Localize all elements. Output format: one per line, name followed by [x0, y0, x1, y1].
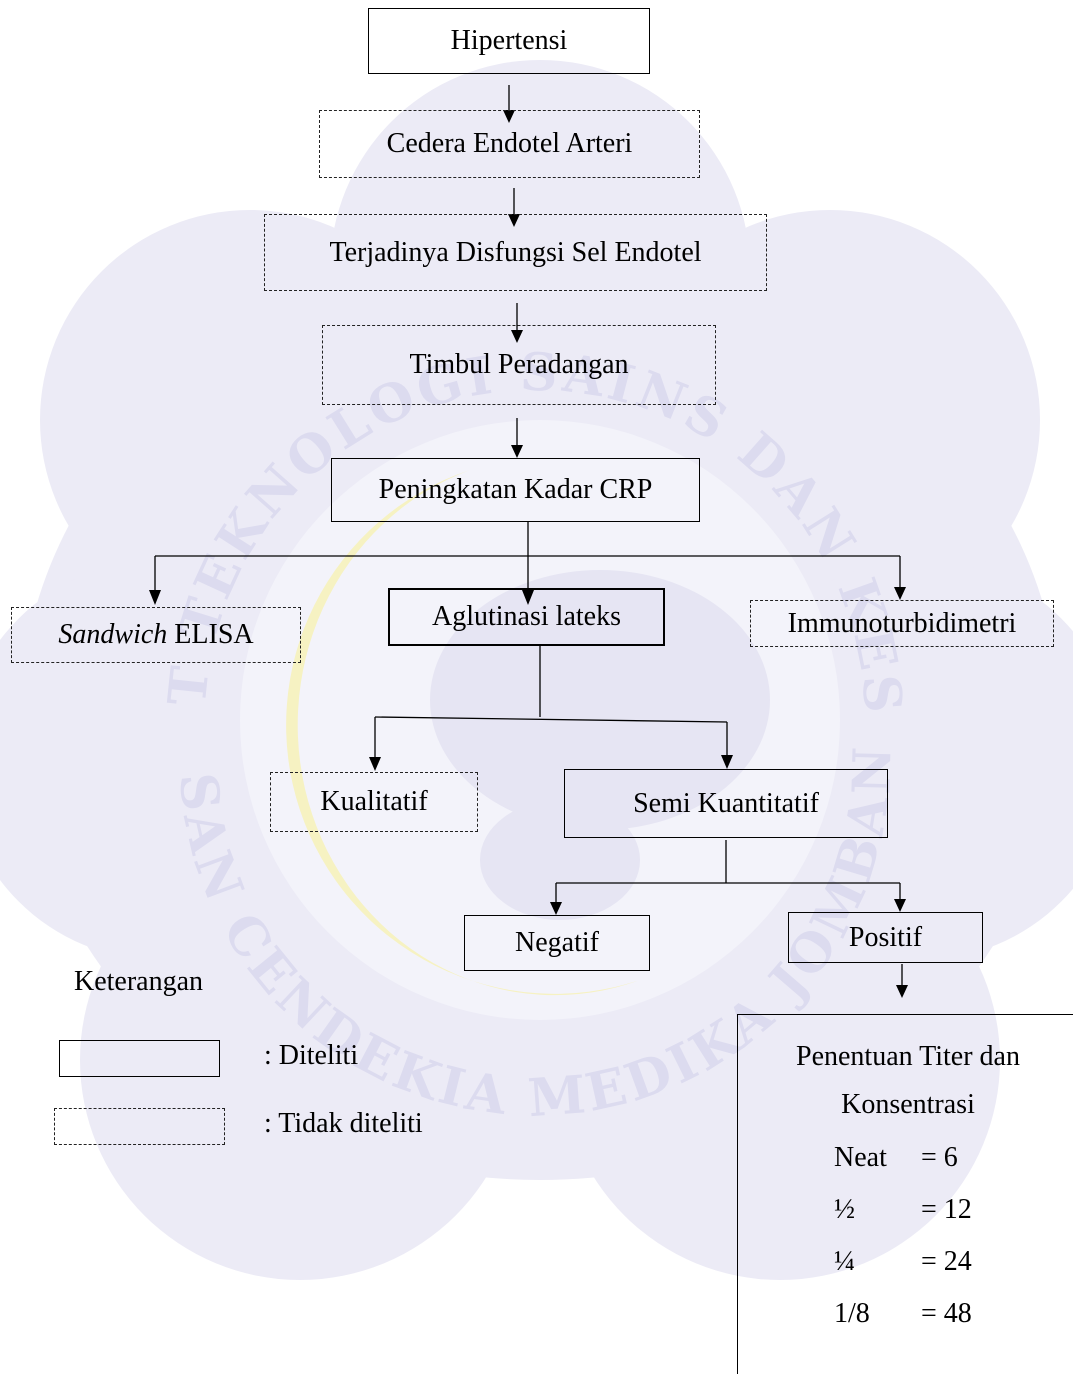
sandwich-italic-text: Sandwich	[58, 619, 168, 650]
node-sandwich-label: Sandwich ELISA	[58, 619, 253, 651]
titer-row-label: ¼	[834, 1246, 855, 1277]
node-negatif-label: Negatif	[515, 927, 599, 958]
node-semi-kuantitatif: Semi Kuantitatif	[564, 769, 888, 838]
node-sandwich-elisa: Sandwich ELISA	[11, 607, 301, 663]
node-peradangan: Timbul Peradangan	[322, 325, 716, 405]
legend-dashed-swatch	[54, 1108, 225, 1145]
node-disfungsi-label: Terjadinya Disfungsi Sel Endotel	[329, 236, 702, 268]
node-crp: Peningkatan Kadar CRP	[331, 458, 700, 522]
titer-row-value: = 6	[921, 1142, 958, 1173]
node-aglutinasi-label: Aglutinasi lateks	[432, 601, 621, 632]
arrowhead	[721, 755, 733, 769]
legend-solid-label: : Diteliti	[264, 1040, 359, 1071]
node-kualitatif: Kualitatif	[270, 772, 478, 832]
arrowhead	[511, 330, 523, 343]
node-semi-label: Semi Kuantitatif	[633, 787, 819, 819]
legend-title: Keterangan	[74, 966, 204, 997]
result-title-line1: Penentuan Titer dan	[796, 1041, 1020, 1072]
titer-row-label: ½	[834, 1194, 855, 1225]
arrowhead	[896, 985, 908, 998]
node-crp-label: Peningkatan Kadar CRP	[378, 474, 653, 505]
titer-row-label: 1/8	[834, 1298, 870, 1329]
node-cedera-label: Cedera Endotel Arteri	[386, 128, 633, 159]
connector-aglutinasi-branch	[374, 716, 728, 723]
legend-solid-swatch	[59, 1040, 220, 1077]
result-title-line2: Konsentrasi	[841, 1089, 975, 1120]
titer-row-label: Neat	[834, 1142, 887, 1173]
seal-petals	[0, 60, 1073, 1280]
node-peradangan-label: Timbul Peradangan	[409, 349, 629, 380]
node-positif-label: Positif	[848, 921, 923, 953]
legend-dashed-label: : Tidak diteliti	[264, 1108, 423, 1139]
node-aglutinasi: Aglutinasi lateks	[388, 588, 665, 646]
titer-row-value: = 24	[921, 1246, 972, 1277]
arrowhead	[894, 587, 906, 600]
arrowhead	[550, 902, 562, 915]
arrowhead	[503, 110, 515, 123]
seal-emblem	[430, 570, 770, 920]
titer-row-value: = 12	[921, 1194, 972, 1225]
node-disfungsi-endotel: Terjadinya Disfungsi Sel Endotel	[264, 214, 767, 291]
arrowhead	[522, 590, 534, 605]
arrowhead	[508, 214, 520, 227]
node-hipertensi-label: Hipertensi	[450, 25, 568, 56]
arrowhead	[149, 590, 161, 605]
node-cedera-endotel: Cedera Endotel Arteri	[319, 110, 700, 178]
arrowhead	[894, 899, 906, 912]
node-positif: Positif	[788, 912, 983, 963]
arrowhead	[369, 757, 381, 771]
result-titer-box: Penentuan Titer dan Konsentrasi Neat = 6…	[737, 1014, 1073, 1374]
node-negatif: Negatif	[464, 915, 650, 971]
node-kualitatif-label: Kualitatif	[320, 786, 428, 817]
arrowhead	[511, 445, 523, 458]
node-immunoturbidimetri: Immunoturbidimetri	[750, 600, 1054, 647]
titer-row-value: = 48	[921, 1298, 972, 1329]
node-immuno-label: Immunoturbidimetri	[787, 607, 1017, 639]
elisa-text: ELISA	[167, 619, 254, 650]
node-hipertensi: Hipertensi	[368, 8, 650, 74]
